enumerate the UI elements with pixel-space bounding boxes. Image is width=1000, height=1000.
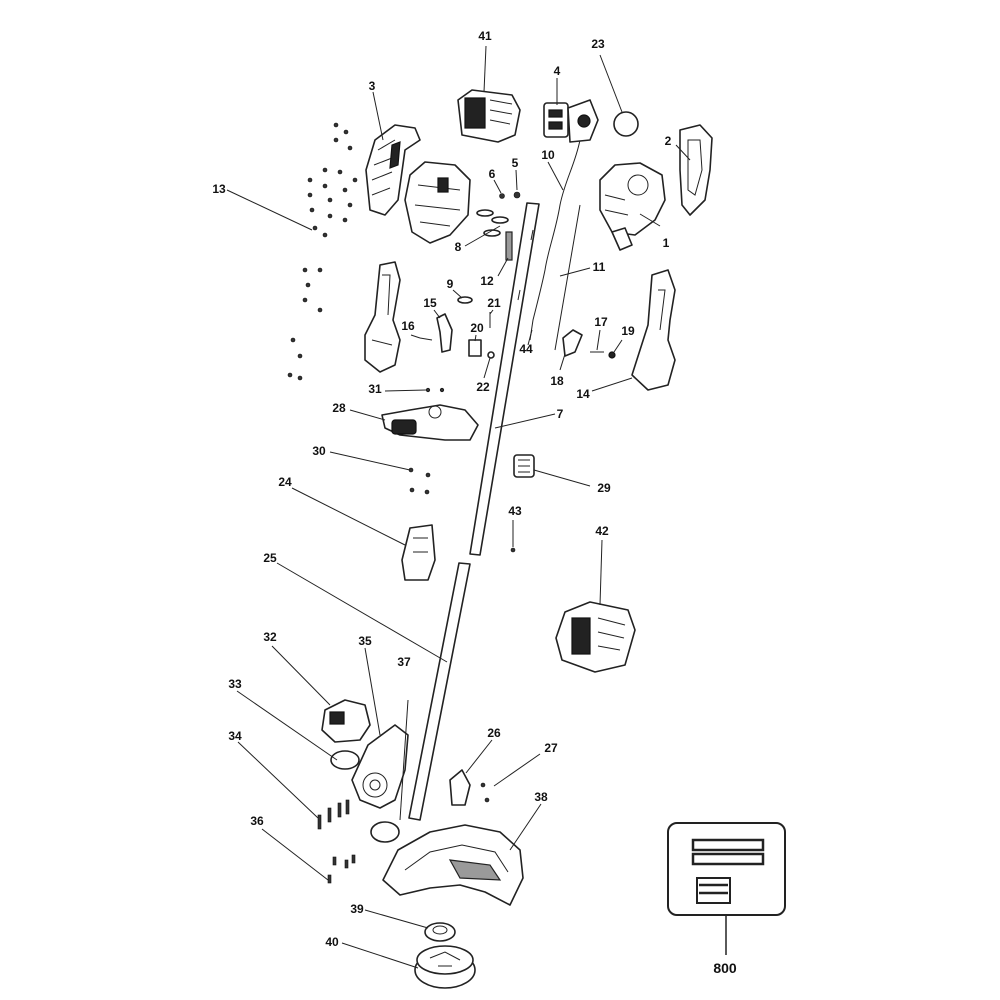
switch-module — [543, 99, 599, 143]
callout-25: 25 — [263, 551, 277, 565]
part-22 — [487, 351, 495, 359]
callout-40: 40 — [325, 935, 339, 949]
pin-37 — [399, 699, 409, 821]
right-motor-housing — [599, 162, 666, 251]
callout-28: 28 — [332, 401, 346, 415]
motor-housing-center — [404, 161, 471, 244]
battery-top — [457, 89, 521, 143]
callout-7: 7 — [557, 407, 564, 421]
hub — [370, 821, 400, 843]
label-box — [667, 822, 786, 955]
screws-36 — [327, 854, 356, 884]
battery-42 — [555, 601, 636, 673]
screws-30 — [408, 467, 431, 495]
callout-39: 39 — [350, 902, 364, 916]
callout-32: 32 — [263, 630, 277, 644]
callout-13: 13 — [212, 182, 226, 196]
screws-34 — [317, 799, 350, 830]
screw-31a — [425, 387, 431, 393]
spool-cap-39 — [424, 922, 456, 942]
callout-34: 34 — [228, 729, 242, 743]
callout-41: 41 — [478, 29, 492, 43]
ring-8a — [476, 209, 494, 217]
callout-30: 30 — [312, 444, 326, 458]
callout-36: 36 — [250, 814, 264, 828]
callout-44: 44 — [519, 342, 533, 356]
callout-38: 38 — [534, 790, 548, 804]
callout-10: 10 — [541, 148, 555, 162]
connector-strip — [505, 231, 513, 261]
screw-cluster-upper — [307, 122, 358, 238]
bracket-26 — [449, 769, 471, 806]
callout-numbers: 1 2 3 4 5 6 7 8 9 10 11 12 13 14 15 16 1… — [212, 29, 737, 976]
callout-21: 21 — [487, 296, 501, 310]
pin-16 — [419, 337, 433, 341]
part-9 — [457, 296, 473, 304]
screw-27a — [480, 782, 486, 788]
gear-housing — [351, 724, 409, 809]
callout-37: 37 — [397, 655, 411, 669]
upper-shaft — [469, 202, 540, 556]
part-6 — [499, 193, 505, 199]
callout-15: 15 — [423, 296, 437, 310]
callout-22: 22 — [476, 380, 490, 394]
part-43 — [510, 547, 516, 553]
callout-16: 16 — [401, 319, 415, 333]
callout-18: 18 — [550, 374, 564, 388]
callout-23: 23 — [591, 37, 605, 51]
callout-8: 8 — [455, 240, 462, 254]
callout-800: 800 — [713, 960, 737, 976]
callout-20: 20 — [470, 321, 484, 335]
circle-part — [613, 111, 639, 137]
left-housing — [365, 124, 421, 216]
grip-handle — [381, 404, 479, 441]
callout-19: 19 — [621, 324, 635, 338]
callout-31: 31 — [368, 382, 382, 396]
callout-14: 14 — [576, 387, 590, 401]
callout-43: 43 — [508, 504, 522, 518]
rear-handle — [631, 269, 676, 391]
bracket-24 — [401, 524, 436, 581]
latch-18 — [562, 329, 583, 357]
lower-shaft — [408, 562, 471, 821]
callout-9: 9 — [447, 277, 454, 291]
rod — [554, 204, 581, 351]
callout-6: 6 — [489, 167, 496, 181]
callout-24: 24 — [278, 475, 292, 489]
callout-5: 5 — [512, 156, 519, 170]
left-handle-housing — [364, 261, 401, 373]
callout-11: 11 — [593, 260, 606, 274]
bail-handle — [679, 124, 713, 216]
callout-42: 42 — [595, 524, 609, 538]
callout-2: 2 — [665, 134, 672, 148]
spring-19 — [608, 351, 616, 359]
callout-3: 3 — [369, 79, 376, 93]
switch-20 — [468, 339, 482, 357]
callout-35: 35 — [358, 634, 372, 648]
wire-harness — [529, 139, 581, 341]
screw-27b — [484, 797, 490, 803]
leader-lines — [226, 45, 691, 969]
spool-40 — [414, 945, 476, 989]
screw-cluster-lower — [287, 267, 323, 381]
callout-33: 33 — [228, 677, 242, 691]
callout-4: 4 — [554, 64, 561, 78]
collar-29 — [513, 454, 535, 478]
callout-1: 1 — [663, 236, 670, 250]
gasket-33 — [330, 750, 360, 770]
ring-8c — [491, 216, 509, 224]
guard-38 — [382, 824, 524, 906]
callout-17: 17 — [594, 315, 608, 329]
callout-29: 29 — [597, 481, 611, 495]
screw-31b — [439, 387, 445, 393]
part-5 — [513, 191, 521, 199]
callout-12: 12 — [480, 274, 494, 288]
callout-27: 27 — [544, 741, 558, 755]
motor-32 — [321, 699, 371, 743]
callout-26: 26 — [487, 726, 501, 740]
trigger-lever — [436, 313, 453, 353]
